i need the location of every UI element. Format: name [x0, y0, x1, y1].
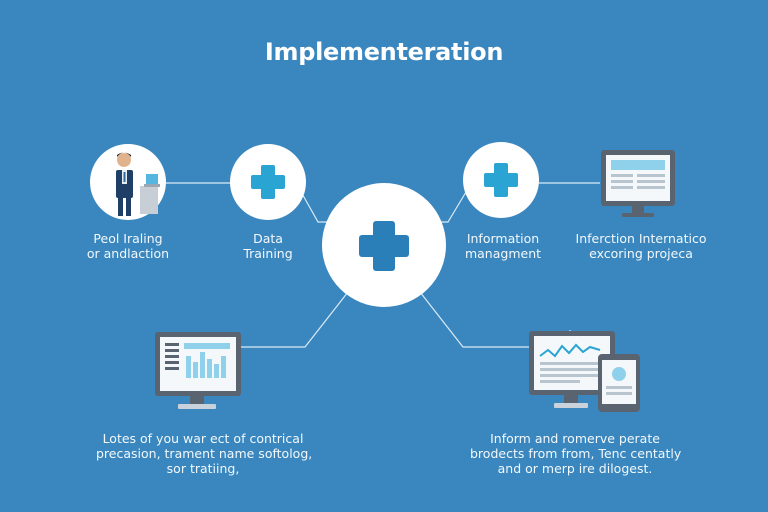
person-node: [90, 144, 166, 220]
dashboard-monitor-label: Lotes of you war ect of contrical precas…: [96, 431, 313, 476]
person-node-label: Peol Iraling or andlaction: [68, 231, 188, 261]
information-management-node: [463, 142, 539, 218]
label-line: managment: [464, 246, 542, 261]
label-line: brodects from from, Tenc centatly: [470, 446, 682, 461]
label-line: excoring projeca: [589, 246, 693, 261]
data-training-label: Data Training: [218, 231, 318, 261]
label-line: Training: [243, 246, 293, 261]
label-line: precasion, trament name softolog,: [96, 446, 313, 461]
plus-icon: [251, 165, 285, 199]
monitor-dashboard-icon: [155, 332, 241, 409]
plus-icon: [484, 163, 518, 197]
label-line: Information: [466, 231, 540, 246]
label-line: sor tratiing,: [166, 461, 240, 476]
label-line: Lotes of you war ect of contrical: [102, 431, 304, 446]
center-node: [322, 183, 446, 307]
monitor-and-tablet-icon: [529, 331, 640, 412]
data-training-node: [230, 144, 306, 220]
monitor-document-icon: [601, 150, 675, 217]
label-line: Data: [253, 231, 283, 246]
label-line: Peol Iraling: [93, 231, 163, 246]
project-monitor-label: Inferction Internatico excoring projeca: [568, 231, 714, 261]
plus-icon: [359, 221, 409, 271]
label-line: or andlaction: [86, 246, 170, 261]
devices-label: Inform and romerve perate brodects from …: [470, 431, 682, 476]
label-line: Inform and romerve perate: [490, 431, 660, 446]
information-management-label: Information managment: [446, 231, 560, 261]
label-line: and or merp ire dilogest.: [497, 461, 653, 476]
person-at-desk-icon: [116, 152, 160, 216]
diagram-title: Implementeration: [264, 38, 504, 66]
label-line: Inferction Internatico: [575, 231, 707, 246]
